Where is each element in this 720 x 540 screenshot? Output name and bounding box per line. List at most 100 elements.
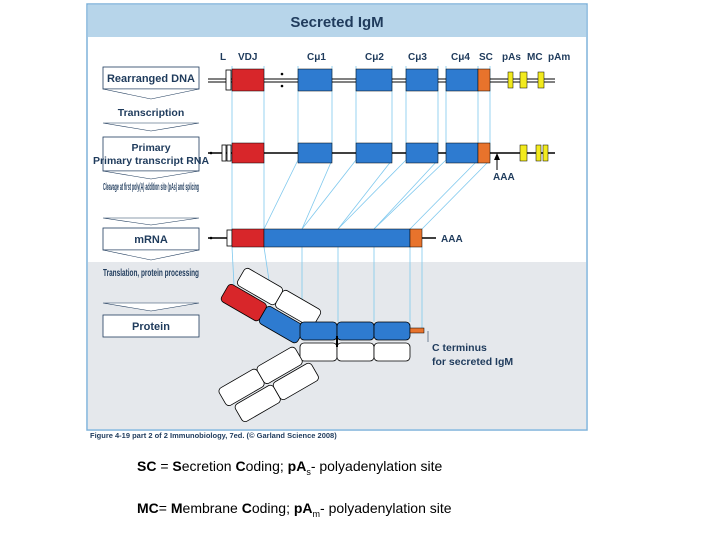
- cmu2-domain: [299, 321, 338, 341]
- c-terminus-label: C terminus: [432, 342, 487, 354]
- stage-box-rna: [102, 136, 200, 172]
- mc-exon: [519, 71, 528, 89]
- aaa-label-primary: AAA: [493, 172, 515, 183]
- dot: [280, 72, 284, 76]
- rearranged-dna-gene: [208, 68, 555, 92]
- leader-exon: [225, 69, 232, 91]
- legend-line-sc: SC = Secretion Coding; pAs- polyadenylat…: [137, 458, 442, 477]
- vdj-exon: [231, 68, 265, 92]
- cmu4-exon: [445, 68, 479, 92]
- light-chain-domain: [275, 289, 322, 328]
- stage-rna: Primary transcript RNA: [93, 155, 210, 167]
- lower-domain: [272, 362, 319, 401]
- leader-exon: [226, 229, 233, 247]
- legend-text: embrane: [182, 500, 242, 516]
- pointer-shape: [102, 122, 200, 132]
- stage-mrna: mRNA: [134, 234, 168, 246]
- legend-initial: C: [241, 500, 252, 516]
- dot: [280, 84, 284, 88]
- legend-sc-abbr: SC: [137, 458, 157, 474]
- legend-mc-abbr: MC: [137, 500, 159, 516]
- legend-pa: pA: [287, 458, 307, 474]
- legend-text: =: [158, 500, 171, 516]
- pointer-shape: [102, 217, 200, 226]
- mrna: AAA: [208, 228, 463, 248]
- cmu3-exon: [405, 142, 439, 164]
- step-cleavage: Cleavage at first poly(A) addition site …: [103, 182, 199, 193]
- primary-transcript: AAA: [208, 142, 555, 183]
- stage-rna-line1: Primary: [131, 142, 170, 154]
- label-cmu3: Cμ3: [408, 52, 427, 63]
- legend-subscript: m: [312, 508, 321, 519]
- cmu4-domain-partner: [373, 342, 411, 362]
- lower-domain: [256, 346, 303, 384]
- label-l: L: [220, 52, 226, 63]
- cmu2-exon: [355, 68, 393, 92]
- legend-text: - polyadenylation site: [320, 500, 452, 516]
- pas-site: [507, 71, 514, 89]
- sc-exon: [477, 68, 491, 92]
- cleavage-arrowhead: [494, 153, 500, 160]
- legend-pa: pA: [293, 500, 313, 516]
- legend-subscript: s: [306, 466, 311, 477]
- guide-line: [337, 159, 407, 230]
- label-mc: MC: [527, 52, 543, 63]
- guide-line: [301, 159, 357, 230]
- step-translation: Translation, protein processing: [103, 267, 199, 279]
- heavy-chain-lower: [218, 346, 319, 423]
- segment-labels: L VDJ Cμ1 Cμ2 Cμ3 Cμ4 SC pAs MC pAm: [220, 52, 570, 63]
- pointer-shape: [102, 249, 200, 261]
- label-pas: pAs: [502, 52, 521, 63]
- vdj-exon: [231, 228, 265, 248]
- legend-text: oding;: [251, 500, 294, 516]
- label-sc: SC: [479, 52, 493, 63]
- dot: [209, 151, 213, 155]
- guide-line: [373, 159, 447, 230]
- legend-line-mc: MC= Membrane Coding; pAm- polyadenylatio…: [137, 500, 452, 519]
- pointer-shape: [102, 302, 200, 312]
- pointer-shape: [102, 88, 200, 100]
- step-transcription: Transcription: [118, 107, 185, 119]
- figure-credit: Figure 4-19 part 2 of 2 Immunobiology, 7…: [90, 431, 337, 440]
- sc-exon: [477, 142, 491, 164]
- vdj-exon: [231, 142, 265, 164]
- constant-exons: [263, 228, 411, 248]
- cmu1-exon: [297, 68, 333, 92]
- guide-line: [231, 246, 235, 286]
- cmu3-domain-partner: [336, 342, 375, 362]
- legend-initial: C: [235, 458, 246, 474]
- cmu2-domain-partner: [299, 342, 338, 362]
- label-cmu1: Cμ1: [307, 52, 326, 63]
- mc-exon: [519, 144, 528, 162]
- legend-text: - polyadenylation site: [310, 458, 443, 474]
- legend-initial: S: [172, 458, 182, 474]
- sc-exon: [409, 228, 423, 248]
- leader-exon: [221, 144, 227, 162]
- label-pam: pAm: [548, 52, 570, 63]
- guide-line: [373, 159, 439, 230]
- stage-box-protein: [102, 314, 200, 338]
- stage-protein: Protein: [132, 321, 170, 333]
- cmu2-exon: [355, 142, 393, 164]
- mc-exon: [537, 71, 545, 89]
- dot: [209, 236, 213, 240]
- leader-exon: [226, 144, 232, 162]
- label-vdj: VDJ: [238, 52, 257, 63]
- title-bar: [88, 5, 586, 37]
- guide-line: [337, 159, 393, 230]
- cmu3-exon: [405, 68, 439, 92]
- label-cmu4: Cμ4: [451, 52, 470, 63]
- legend-text: ecretion: [181, 458, 236, 474]
- stage-column: Rearranged DNA Transcription Primary Pri…: [93, 66, 210, 338]
- guide-line: [409, 159, 479, 230]
- legend-text: =: [156, 458, 173, 474]
- guide-line: [301, 159, 333, 230]
- legend-text: oding;: [245, 458, 288, 474]
- mc-exon: [542, 144, 549, 162]
- cmu4-exon: [445, 142, 479, 164]
- igm-protein: C terminus for secreted IgM: [218, 267, 513, 423]
- pointer-shape: [102, 170, 200, 180]
- label-cmu2: Cμ2: [365, 52, 384, 63]
- stage-dna: Rearranged DNA: [107, 73, 195, 85]
